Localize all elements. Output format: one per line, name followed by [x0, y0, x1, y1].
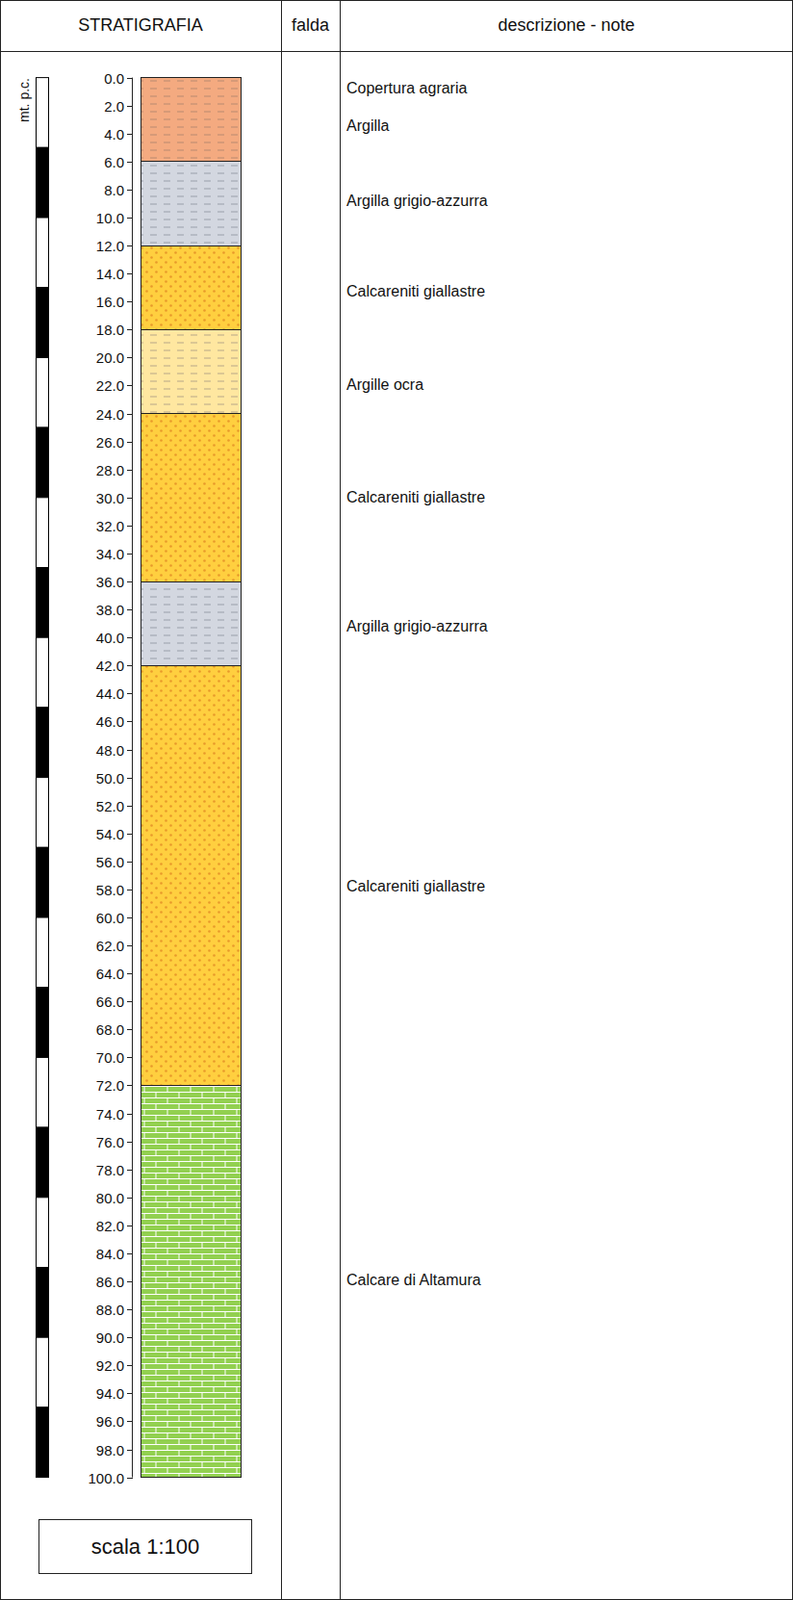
- depth-label: 68.0: [96, 1021, 125, 1038]
- layer-description: Calcareniti giallastre: [346, 282, 486, 301]
- depth-label: 48.0: [96, 741, 125, 758]
- depth-label: 22.0: [96, 377, 125, 394]
- depth-label: 64.0: [96, 965, 125, 982]
- depth-label: 44.0: [96, 685, 125, 702]
- depth-tick: [127, 1477, 133, 1479]
- depth-label: 34.0: [96, 544, 125, 562]
- depth-label: 6.0: [103, 153, 125, 170]
- layer-description: Calcareniti giallastre: [346, 877, 486, 896]
- depth-label: 54.0: [96, 824, 125, 842]
- depth-label: 2.0: [103, 97, 125, 114]
- depth-label: 98.0: [96, 1440, 125, 1458]
- depth-label: 94.0: [96, 1384, 125, 1402]
- depth-label: 82.0: [96, 1216, 125, 1233]
- depth-label: 56.0: [96, 852, 125, 870]
- depth-label: 74.0: [96, 1104, 125, 1122]
- scale-bar-segment: [36, 987, 50, 1058]
- depth-label: 14.0: [96, 265, 125, 282]
- depth-label: 26.0: [96, 433, 125, 450]
- depth-label: 4.0: [103, 125, 125, 142]
- depth-label: 72.0: [96, 1076, 125, 1094]
- depth-label: 10.0: [96, 209, 125, 227]
- scale-bar-segment: [36, 1336, 50, 1407]
- depth-label: 92.0: [96, 1356, 125, 1374]
- header-cell: descrizione - note: [497, 15, 635, 36]
- layer-description: Argille ocra: [346, 376, 424, 394]
- depth-label: 8.0: [103, 180, 125, 198]
- scale-bar-segment: [36, 637, 50, 708]
- layer-description: Argilla grigio-azzurra: [346, 192, 488, 210]
- depth-label: 88.0: [96, 1301, 125, 1318]
- scale-bar-segment: [36, 147, 50, 218]
- scale-bar-segment: [36, 846, 50, 918]
- depth-label: 40.0: [96, 629, 125, 646]
- depth-label: 18.0: [96, 321, 125, 338]
- scale-bar-segment: [36, 777, 50, 848]
- scale-bar-segment: [36, 707, 50, 778]
- depth-label: 32.0: [96, 516, 125, 534]
- scale-bar-segment: [36, 427, 50, 498]
- scale-bar-segment: [36, 1406, 50, 1478]
- scale-bar-segment: [36, 567, 50, 639]
- depth-label: 62.0: [96, 937, 125, 954]
- depth-label: 50.0: [96, 768, 125, 786]
- header-cell: falda: [291, 15, 330, 36]
- depth-axis: [131, 77, 133, 1478]
- scale-bar-segment: [36, 1056, 50, 1127]
- scale-bar-segment: [36, 1126, 50, 1198]
- depth-label: 96.0: [96, 1412, 125, 1430]
- depth-label: 16.0: [96, 293, 125, 310]
- depth-label: 12.0: [96, 237, 125, 255]
- depth-label: 46.0: [96, 713, 125, 730]
- depth-label: 84.0: [96, 1244, 125, 1261]
- header-cell: STRATIGRAFIA: [77, 15, 204, 36]
- depth-label: 58.0: [96, 880, 125, 897]
- depth-label: 66.0: [96, 993, 125, 1010]
- scale-bar-segment: [36, 1267, 50, 1338]
- depth-label: 28.0: [96, 460, 125, 478]
- depth-label: 60.0: [96, 909, 125, 926]
- depth-label: 70.0: [96, 1048, 125, 1066]
- depth-label: 52.0: [96, 796, 125, 814]
- depth-label: 20.0: [96, 349, 125, 366]
- depth-label: 30.0: [96, 488, 125, 506]
- layer-description: Calcareniti giallastre: [346, 488, 486, 507]
- depth-label: 80.0: [96, 1188, 125, 1205]
- depth-label: 0.0: [103, 69, 125, 86]
- depth-label: 78.0: [96, 1160, 125, 1177]
- scale-bar-segment: [36, 217, 50, 288]
- scale-box: scala 1:100: [38, 1518, 253, 1574]
- layer-description: Argilla grigio-azzurra: [346, 617, 488, 636]
- scale-bar-segment: [36, 357, 50, 428]
- depth-label: 76.0: [96, 1132, 125, 1150]
- scale-bar-segment: [36, 917, 50, 988]
- layer-description: Copertura agraria: [346, 79, 467, 98]
- scale-bar-segment: [36, 287, 50, 359]
- unit-label: mt. p.c.: [16, 77, 32, 123]
- depth-label: 100.0: [87, 1468, 125, 1485]
- scale-bar-segment: [36, 1197, 50, 1268]
- scale-bar-segment: [36, 77, 50, 149]
- depth-label: 90.0: [96, 1329, 125, 1346]
- scale-text: scala 1:100: [91, 1534, 201, 1560]
- depth-label: 38.0: [96, 601, 125, 618]
- scale-bar-segment: [36, 497, 50, 568]
- depth-label: 24.0: [96, 405, 125, 422]
- layer-description: Argilla: [346, 117, 389, 135]
- depth-label: 86.0: [96, 1273, 125, 1290]
- depth-label: 42.0: [96, 657, 125, 674]
- depth-label: 36.0: [96, 573, 125, 590]
- layer-description: Calcare di Altamura: [346, 1271, 482, 1289]
